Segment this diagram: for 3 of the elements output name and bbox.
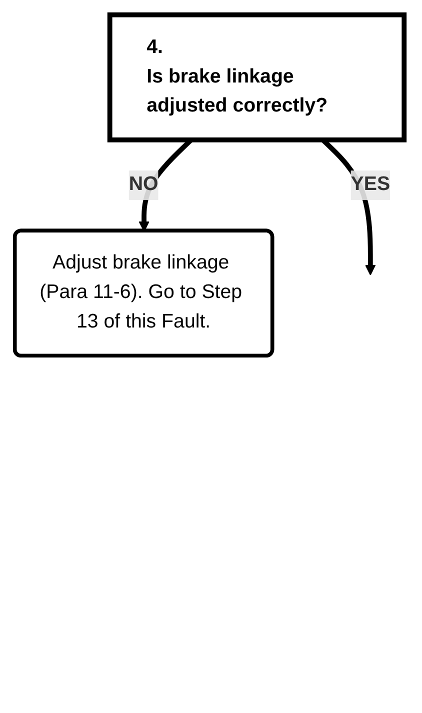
edge-label: YES (350, 174, 390, 196)
edge-label: NO (128, 174, 158, 196)
node-box: 4. Is brake linkage adjusted correctly? (107, 12, 407, 142)
